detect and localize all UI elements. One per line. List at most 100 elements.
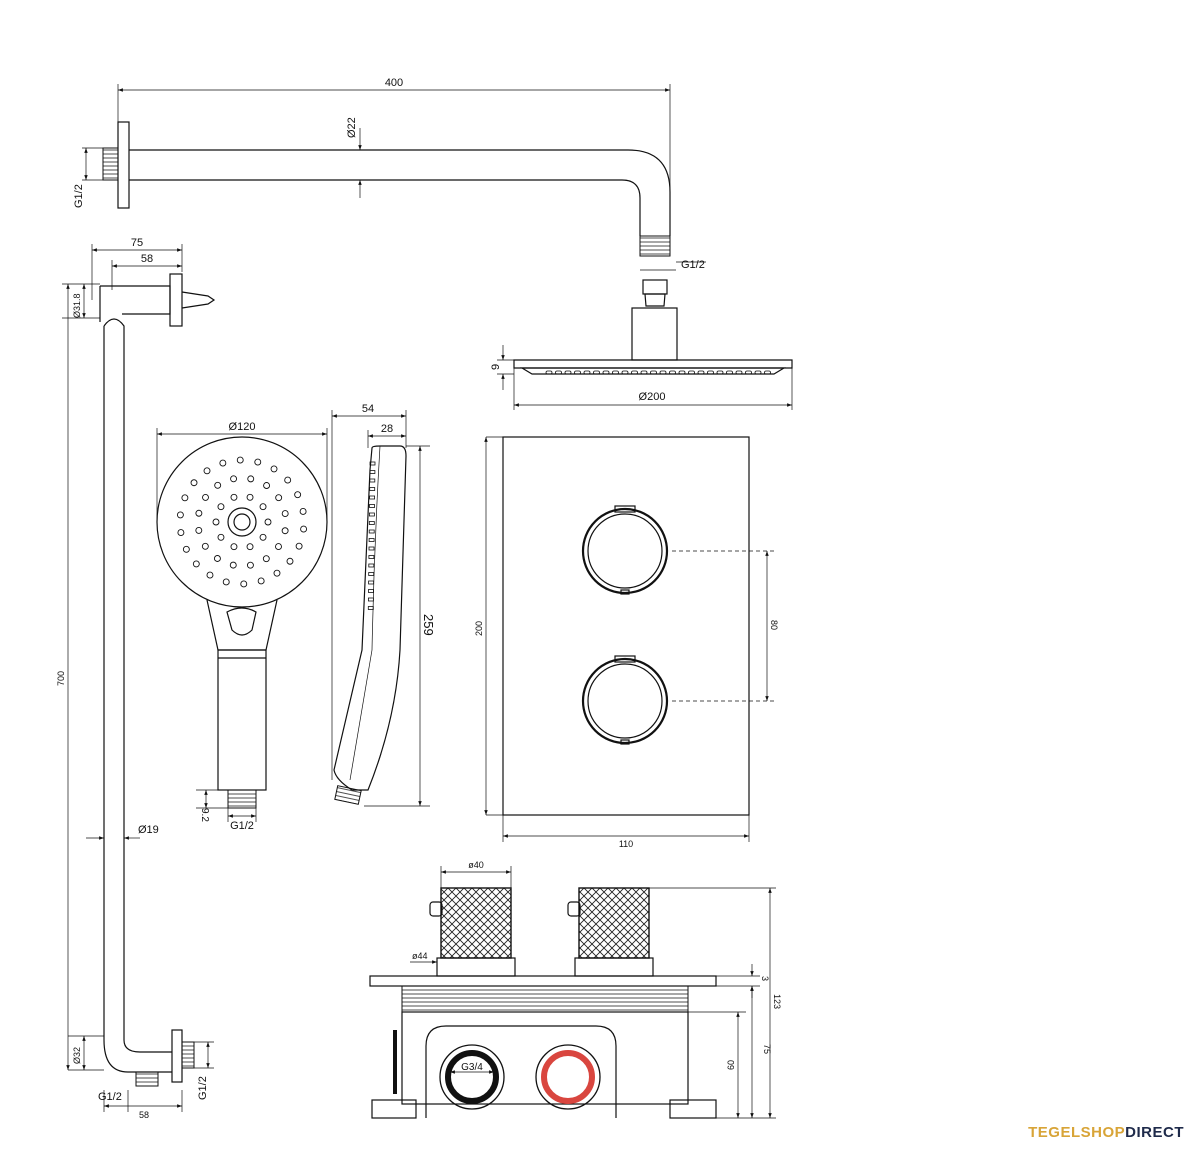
hot-inlet-outer <box>535 1044 601 1110</box>
nozzle-dot <box>177 529 185 537</box>
knob-bottom-marker <box>614 655 636 663</box>
dim-knob-spacing: 80 <box>769 620 779 630</box>
side-nozzle <box>369 470 376 474</box>
side-nozzle <box>367 606 374 610</box>
nozzle-dot <box>219 459 227 467</box>
dim-holder-offset: 58 <box>141 253 153 265</box>
head-nozzle <box>640 370 648 375</box>
head-nozzle <box>764 370 771 375</box>
nozzle-dot <box>192 560 200 568</box>
knob-bottom <box>581 655 669 745</box>
dim-knob-diameter: ø40 <box>468 860 484 870</box>
slide-rail: 75 58 Ø31.8 700 Ø19 Ø32 <box>56 237 216 1120</box>
nozzle-dot <box>176 511 184 519</box>
head-plate <box>513 359 793 369</box>
dim-hand-depth: 54 <box>362 403 374 415</box>
nozzle-dot <box>230 543 238 551</box>
cold-inlet-ring <box>445 1050 499 1104</box>
side-nozzle <box>368 521 375 525</box>
nozzle-dot <box>236 456 244 464</box>
box-cutout <box>425 1025 617 1118</box>
head-nozzle <box>688 370 695 375</box>
wall-arm: 400 G1/2 Ø22 G1/2 <box>73 77 706 271</box>
head-nozzle <box>545 370 553 375</box>
hand-center-core <box>233 513 251 531</box>
dim-box-depth: 75 <box>762 1044 772 1054</box>
hand-shower-front: Ø120 9.2 G1/2 <box>156 421 328 832</box>
box-cover-plate <box>369 975 717 987</box>
hand-grip <box>217 649 267 791</box>
dim-rail-bottom-bracket: Ø32 <box>72 1047 82 1064</box>
ball-joint <box>642 279 668 295</box>
dim-hand-connector-thread: G1/2 <box>230 820 254 832</box>
side-nozzle <box>369 504 375 508</box>
knob-bottom-ring-inner <box>587 663 663 739</box>
knob-top-marker <box>614 505 636 513</box>
nozzle-dot <box>213 555 221 562</box>
dim-hand-connector-height: 9.2 <box>199 808 210 822</box>
head-shower: 9 Ø200 <box>490 279 793 410</box>
box-knob-right-marker <box>567 901 581 917</box>
nozzle-dot <box>295 542 303 550</box>
side-nozzle <box>368 512 375 517</box>
nozzle-dot <box>181 494 189 502</box>
nozzle-dot <box>230 493 238 501</box>
head-nozzle <box>659 370 667 375</box>
dim-arm-thread: G1/2 <box>73 184 85 208</box>
dim-rail-length: 700 <box>56 671 66 686</box>
nozzle-dot <box>217 503 225 511</box>
nozzle-dot <box>259 503 267 511</box>
nozzle-dot <box>203 467 211 475</box>
arm-wall-thread <box>102 147 119 181</box>
box-rosette-left <box>436 957 516 977</box>
dim-rail-side-thread: G1/2 <box>197 1076 209 1100</box>
head-nozzle <box>612 370 619 375</box>
brand-part2: DIRECT <box>1125 1124 1184 1141</box>
side-nozzle <box>368 538 375 542</box>
nozzle-dot <box>195 526 203 534</box>
box-ribbed-collar <box>401 985 689 1013</box>
side-nozzle <box>368 589 374 593</box>
dim-rail-bottom-offset: 58 <box>139 1110 149 1120</box>
rail-top-screw <box>181 291 216 309</box>
side-nozzle <box>368 529 375 534</box>
hand-side-thread <box>334 785 362 805</box>
nozzle-dot <box>262 555 270 563</box>
dim-arm-length: 400 <box>385 77 403 89</box>
nozzle-dot <box>190 479 198 487</box>
rail-bottom-outlet-thread <box>135 1071 159 1087</box>
dim-plate-height: 200 <box>474 621 484 636</box>
side-nozzle <box>369 495 376 500</box>
arm-tube-bottom <box>129 179 641 236</box>
hand-connector-thread <box>227 789 257 809</box>
head-nozzle <box>574 370 581 375</box>
side-nozzle <box>368 580 375 585</box>
concealed-box: ø40 ø44 G3/4 <box>369 860 782 1119</box>
head-plate-underside <box>519 367 787 375</box>
head-nozzle <box>697 370 705 375</box>
nozzle-dot <box>294 491 302 499</box>
head-nozzle <box>650 370 657 375</box>
dim-arm-diameter: Ø22 <box>346 117 358 138</box>
dim-plate-thickness: 3 <box>760 976 770 981</box>
hand-side-outline <box>333 445 407 791</box>
dim-total-depth: 123 <box>772 994 782 1009</box>
nozzle-dot <box>182 545 190 553</box>
nozzle-dot <box>240 580 248 588</box>
nozzle-dot <box>270 465 278 473</box>
nozzle-dot <box>281 527 289 535</box>
hand-center-ring <box>227 507 257 537</box>
head-nozzle <box>754 370 762 375</box>
head-nozzle <box>583 370 591 375</box>
nozzle-dot <box>254 458 262 466</box>
rail-top-wall-mount <box>169 273 183 327</box>
knob-top-ring-outer <box>581 507 669 595</box>
head-nozzle <box>726 370 733 375</box>
rail-bottom-wall-mount <box>171 1029 183 1083</box>
dim-box-inner-depth: 60 <box>726 1060 736 1070</box>
side-nozzle <box>368 563 375 568</box>
nozzle-dot <box>257 577 265 585</box>
dim-hand-diameter: Ø120 <box>229 421 256 433</box>
arm-outlet-thread <box>639 235 671 257</box>
rail-bottom-elbow <box>103 1039 172 1073</box>
